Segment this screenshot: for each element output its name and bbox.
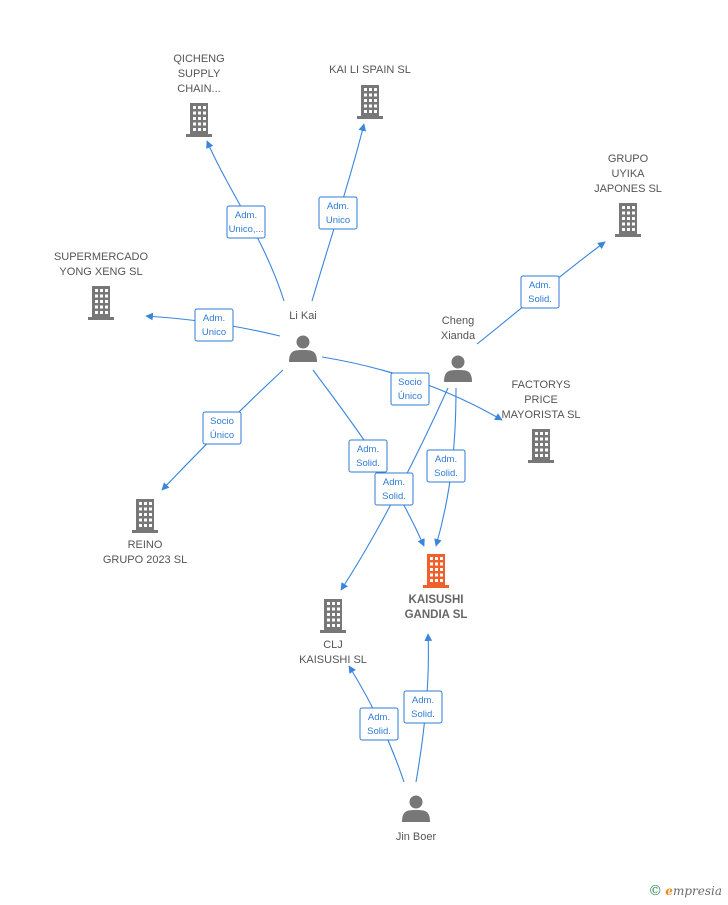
node-label: Cheng [442, 315, 474, 327]
node-label: KAISUSHI SL [299, 654, 367, 666]
node-label: PRICE [524, 394, 558, 406]
edge-label-text: Socio [210, 416, 234, 427]
edge-label-text: Adm. [435, 454, 457, 465]
node-label: REINO [128, 539, 163, 551]
edge-label-text: Adm. [327, 201, 349, 212]
edge-label-text: Unico,... [229, 224, 264, 235]
node-factorys[interactable]: FACTORYS PRICE MAYORISTA SL [501, 379, 581, 463]
node-supermercado[interactable]: SUPERMERCADO YONG XENG SL [54, 251, 149, 320]
node-qicheng[interactable]: QICHENG SUPPLY CHAIN... [173, 53, 225, 137]
edge-label-jinboer-clj: Adm. Solid. [359, 707, 399, 741]
building-icon [357, 85, 383, 119]
building-icon [528, 429, 554, 463]
node-likai[interactable]: Li Kai [289, 310, 317, 362]
edge-label-cheng-clj: Adm. Solid. [374, 472, 414, 506]
building-icon [88, 286, 114, 320]
edge-label-text: Solid. [411, 709, 435, 720]
node-label: KAI LI SPAIN SL [329, 64, 411, 76]
node-label: Jin Boer [396, 831, 437, 843]
node-uyika[interactable]: GRUPO UYIKA JAPONES SL [594, 153, 662, 237]
edge-label-text: Adm. [368, 712, 390, 723]
edge-label-likai-kaisushi: Adm. Solid. [348, 439, 388, 473]
node-reino[interactable]: REINO GRUPO 2023 SL [103, 499, 187, 566]
node-jinboer[interactable]: Jin Boer [396, 795, 437, 844]
node-label: Xianda [441, 330, 476, 342]
edge-label-text: Solid. [528, 294, 552, 305]
edge-label-text: Adm. [235, 210, 257, 221]
edge-label-cheng-kaisushi: Adm. Solid. [426, 449, 466, 483]
edge-label-likai-supermercado: Adm. Unico [194, 308, 234, 342]
edge-label-text: Solid. [434, 468, 458, 479]
node-label: GANDIA SL [405, 609, 468, 621]
edge-label-text: Adm. [357, 444, 379, 455]
edge-label-text: Adm. [203, 313, 225, 324]
edge-label-text: Unico [202, 327, 226, 338]
node-label: QICHENG [173, 53, 224, 65]
node-kaili[interactable]: KAI LI SPAIN SL [329, 64, 411, 119]
node-label: CLJ [323, 639, 343, 651]
edge-label-jinboer-kaisushi: Adm. Solid. [403, 690, 443, 724]
node-label: JAPONES SL [594, 183, 662, 195]
empresia-logo: ©empresia [648, 883, 722, 899]
edge-label-text: Adm. [412, 695, 434, 706]
person-icon [444, 355, 472, 382]
edge-label-likai-kaili: Adm. Unico [318, 196, 358, 230]
node-label: CHAIN... [177, 83, 220, 95]
edge-label-text: Solid. [382, 491, 406, 502]
edge-label-text: Adm. [529, 280, 551, 291]
edge-label-text: Unico [326, 215, 350, 226]
node-label: FACTORYS [512, 379, 571, 391]
node-kaisushi[interactable]: KAISUSHI GANDIA SL [405, 554, 468, 621]
building-icon [615, 203, 641, 237]
node-label: KAISUSHI [409, 594, 464, 606]
node-label: Li Kai [289, 310, 317, 322]
edge-label-text: Socio [398, 377, 422, 388]
node-label: SUPPLY [178, 68, 221, 80]
edge-label-likai-qicheng: Adm. Unico,... [226, 205, 266, 239]
copyright-icon: © [648, 883, 663, 899]
person-icon [289, 335, 317, 362]
node-clj[interactable]: CLJ KAISUSHI SL [299, 599, 367, 666]
edge-label-text: Único [398, 391, 422, 402]
edge-label-text: Adm. [383, 477, 405, 488]
node-label: YONG XENG SL [59, 266, 142, 278]
node-label: UYIKA [611, 168, 645, 180]
building-icon [320, 599, 346, 633]
person-icon [402, 795, 430, 822]
building-icon [423, 554, 449, 588]
node-label: MAYORISTA SL [501, 409, 580, 421]
edge-label-cheng-uyika: Adm. Solid. [520, 275, 560, 309]
node-label: GRUPO 2023 SL [103, 554, 187, 566]
building-icon [186, 103, 212, 137]
building-icon [132, 499, 158, 533]
edge-label-text: Solid. [356, 458, 380, 469]
node-label: GRUPO [608, 153, 649, 165]
node-label: SUPERMERCADO [54, 251, 149, 263]
edge-label-text: Solid. [367, 726, 391, 737]
edge-label-text: Único [210, 430, 234, 441]
